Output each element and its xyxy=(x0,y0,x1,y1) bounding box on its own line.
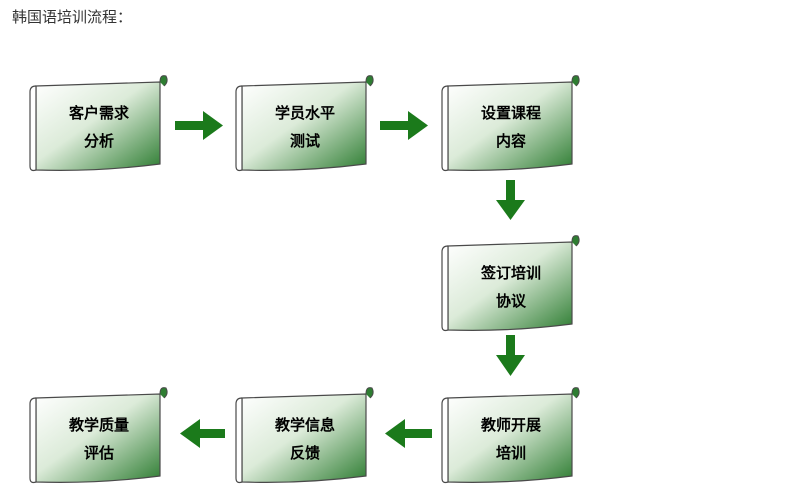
scroll-curl xyxy=(159,75,168,87)
arrow-s2-s3 xyxy=(380,111,428,140)
step-label-line1: 教师开展 xyxy=(480,416,541,434)
scroll-body xyxy=(447,393,573,483)
scroll-roll-left xyxy=(441,397,449,484)
scroll-curl xyxy=(159,387,168,399)
scroll-curl xyxy=(571,235,580,247)
arrow-s5-s6 xyxy=(385,419,432,448)
scroll-roll-left xyxy=(235,397,243,484)
scroll-body xyxy=(35,393,161,483)
step-label-line2: 反馈 xyxy=(290,444,320,462)
arrow-s6-s7 xyxy=(180,419,225,448)
scroll-curl xyxy=(571,75,580,87)
scroll-body xyxy=(241,81,367,171)
arrow-s3-s4 xyxy=(496,180,525,220)
scroll-body xyxy=(241,393,367,483)
scroll-roll-left xyxy=(29,397,37,484)
scroll-roll-left xyxy=(29,85,37,172)
arrow-s1-s2 xyxy=(175,111,223,140)
step-label-line1: 教学信息 xyxy=(274,416,335,434)
step-label-line2: 分析 xyxy=(84,132,114,150)
scroll-body xyxy=(447,81,573,171)
step-label-line1: 签订培训 xyxy=(480,264,541,282)
arrow-s4-s5 xyxy=(496,335,525,376)
step-label-line1: 学员水平 xyxy=(275,104,335,122)
step-label-line2: 评估 xyxy=(84,444,114,462)
scroll-curl xyxy=(365,75,374,87)
scroll-curl xyxy=(365,387,374,399)
scroll-roll-left xyxy=(441,245,449,332)
scroll-body xyxy=(35,81,161,171)
scroll-body xyxy=(447,241,573,331)
step-label-line2: 培训 xyxy=(496,444,526,462)
page-title: 韩国语培训流程： xyxy=(12,8,133,26)
scroll-roll-left xyxy=(235,85,243,172)
step-label-line2: 协议 xyxy=(496,292,527,310)
step-label-line1: 教学质量 xyxy=(68,416,129,434)
step-label-line2: 测试 xyxy=(290,132,320,150)
step-label-line1: 设置课程 xyxy=(481,104,541,122)
scroll-curl xyxy=(571,387,580,399)
step-label-line1: 客户需求 xyxy=(68,104,130,122)
step-label-line2: 内容 xyxy=(496,132,526,150)
scroll-roll-left xyxy=(441,85,449,172)
